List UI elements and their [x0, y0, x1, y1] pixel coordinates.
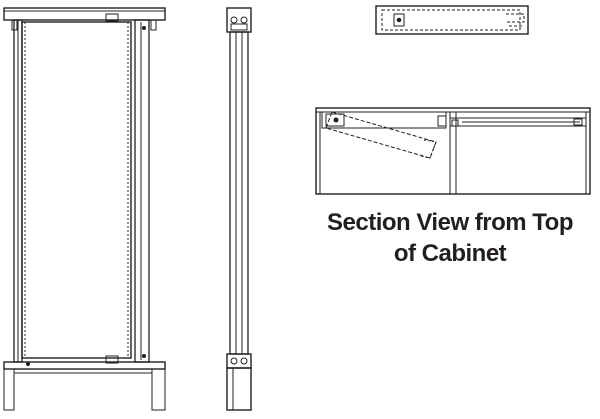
front-right-post	[134, 19, 150, 363]
side-top-block	[226, 7, 252, 33]
side-upright	[229, 31, 249, 355]
side-view	[226, 7, 252, 411]
front-top-cap	[3, 7, 166, 31]
front-left-post	[13, 19, 23, 363]
front-rack-opening	[21, 21, 132, 359]
top-view-closed	[375, 5, 529, 35]
section-view	[315, 107, 591, 195]
front-base	[3, 355, 166, 411]
side-bottom-block	[226, 353, 252, 411]
front-view	[3, 7, 166, 411]
section-view-caption-line-1: Section View from Top	[327, 209, 573, 236]
section-view-caption-line-2: of Cabinet	[393, 240, 507, 267]
swing-rack-dashed	[325, 111, 437, 159]
